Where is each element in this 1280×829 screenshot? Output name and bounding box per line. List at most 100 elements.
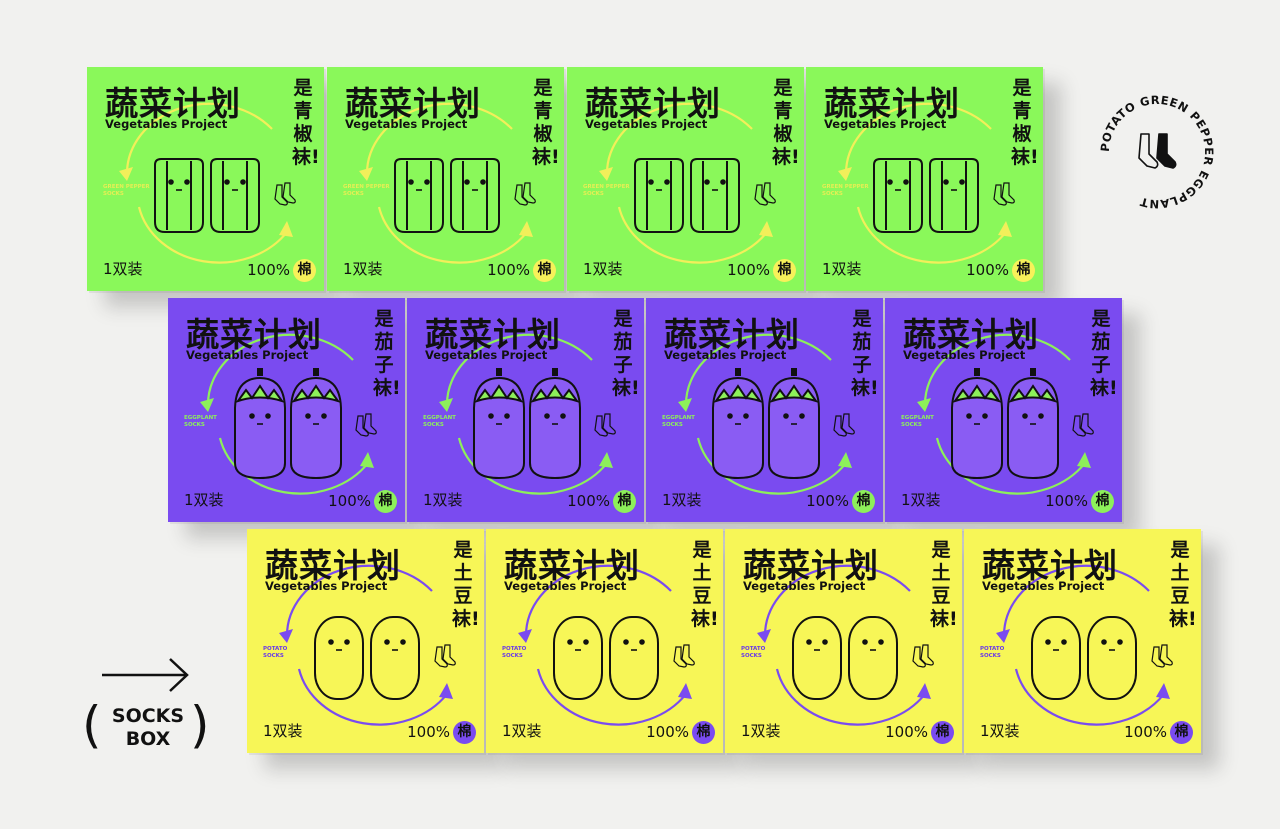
small-label-line1: EGGPLANT	[901, 415, 934, 421]
potato-icon	[1087, 616, 1137, 700]
small-label-line2: SOCKS	[901, 422, 922, 428]
potato-icon	[609, 616, 659, 700]
box-subtitle: Vegetables Project	[664, 348, 787, 362]
socks-icon	[514, 182, 536, 206]
box-title: 蔬菜计划	[743, 546, 879, 585]
box-vertical-text: 是青椒袜!	[532, 77, 560, 168]
box-percent: 100%	[806, 492, 849, 510]
socks-icon	[673, 644, 695, 668]
small-label-line1: EGGPLANT	[662, 415, 695, 421]
cycle-arrows-icon	[206, 333, 369, 495]
socks-icon	[833, 413, 855, 437]
box-pack-count: 1双装	[662, 491, 702, 509]
box-material-badge: 棉	[852, 490, 875, 513]
box-subtitle: Vegetables Project	[265, 579, 388, 593]
box-vertical-text: 是茄子袜!	[373, 308, 401, 399]
box-percent: 100%	[885, 723, 928, 741]
cycle-arrows-icon	[524, 564, 687, 726]
box-title: 蔬菜计划	[186, 315, 322, 354]
green-pepper-icon	[929, 158, 979, 233]
box-vertical-text: 是土豆袜!	[452, 539, 480, 630]
socks-box-line1: SOCKS	[111, 705, 185, 727]
small-label-line2: SOCKS	[423, 422, 444, 428]
green-pepper-icon	[154, 158, 204, 233]
box-pack-count: 1双装	[103, 260, 143, 278]
cycle-arrows-icon	[125, 102, 288, 264]
small-label-line2: SOCKS	[822, 191, 843, 197]
arrowheads	[279, 629, 453, 699]
small-label-line1: POTATO	[502, 646, 527, 652]
arrowheads	[599, 167, 773, 237]
small-label-line2: SOCKS	[662, 422, 683, 428]
small-label-line1: GREEN PEPPER	[343, 184, 390, 190]
arrowheads	[757, 629, 931, 699]
socks-icon	[754, 182, 776, 206]
arrowheads	[996, 629, 1170, 699]
box-pack-count: 1双装	[343, 260, 383, 278]
box-pack-count: 1双装	[423, 491, 463, 509]
box-pack-count: 1双装	[502, 722, 542, 740]
box-title: 蔬菜计划	[504, 546, 640, 585]
socks-icon	[912, 644, 934, 668]
box-subtitle: Vegetables Project	[105, 117, 228, 131]
small-label-line1: GREEN PEPPER	[583, 184, 630, 190]
box-percent: 100%	[966, 261, 1009, 279]
box-pack-count: 1双装	[901, 491, 941, 509]
arrow-right-icon	[102, 658, 189, 692]
potato-icon	[792, 616, 842, 700]
box-percent: 100%	[407, 723, 450, 741]
box-vertical-text: 是茄子袜!	[851, 308, 879, 399]
eggplant-icon	[234, 368, 286, 480]
box-title: 蔬菜计划	[345, 84, 481, 123]
arrowheads	[439, 398, 613, 468]
socks-icon	[434, 644, 456, 668]
cycle-arrows-icon	[365, 102, 528, 264]
box-pack-count: 1双装	[184, 491, 224, 509]
cycle-arrows-icon	[1002, 564, 1165, 726]
box-subtitle: Vegetables Project	[903, 348, 1026, 362]
green-pepper-icon	[450, 158, 500, 233]
box-subtitle: Vegetables Project	[345, 117, 468, 131]
box-subtitle: Vegetables Project	[824, 117, 947, 131]
box-material-badge: 棉	[1170, 721, 1193, 744]
eggplant-icon	[712, 368, 764, 480]
cycle-arrows-icon	[605, 102, 768, 264]
socks-box-line2: BOX	[125, 728, 171, 750]
box-percent: 100%	[328, 492, 371, 510]
arrowheads	[200, 398, 374, 468]
eggplant-icon	[473, 368, 525, 480]
cycle-arrows-icon	[844, 102, 1007, 264]
box-material-badge: 棉	[773, 259, 796, 282]
arrowheads	[359, 167, 533, 237]
box-percent: 100%	[567, 492, 610, 510]
box-title: 蔬菜计划	[585, 84, 721, 123]
box-material-badge: 棉	[293, 259, 316, 282]
eggplant-icon	[951, 368, 1003, 480]
box-pack-count: 1双装	[980, 722, 1020, 740]
box-title: 蔬菜计划	[903, 315, 1039, 354]
small-label-line2: SOCKS	[343, 191, 364, 197]
box-material-badge: 棉	[613, 490, 636, 513]
small-label-line1: EGGPLANT	[423, 415, 456, 421]
box-material-badge: 棉	[1091, 490, 1114, 513]
box-material-badge: 棉	[533, 259, 556, 282]
arrowheads	[678, 398, 852, 468]
box-material-badge: 棉	[374, 490, 397, 513]
box-title: 蔬菜计划	[664, 315, 800, 354]
box-subtitle: Vegetables Project	[186, 348, 309, 362]
box-vertical-text: 是茄子袜!	[612, 308, 640, 399]
box-subtitle: Vegetables Project	[504, 579, 627, 593]
box-vertical-text: 是青椒袜!	[772, 77, 800, 168]
box-vertical-text: 是土豆袜!	[691, 539, 719, 630]
